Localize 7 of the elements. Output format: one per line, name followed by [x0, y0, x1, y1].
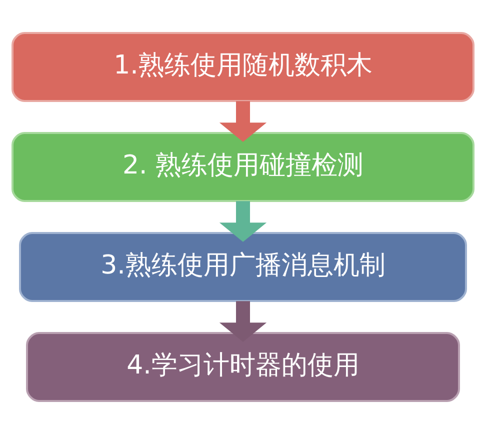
node-box: 3.熟练使用广播消息机制 — [19, 232, 467, 302]
node-box: 1.熟练使用随机数积木 — [12, 32, 474, 102]
arrow — [219, 101, 267, 142]
node-box: 4.学习计时器的使用 — [26, 332, 460, 402]
node-box: 2. 熟练使用碰撞检测 — [12, 132, 474, 202]
arrow — [219, 201, 267, 242]
arrow — [219, 301, 267, 342]
